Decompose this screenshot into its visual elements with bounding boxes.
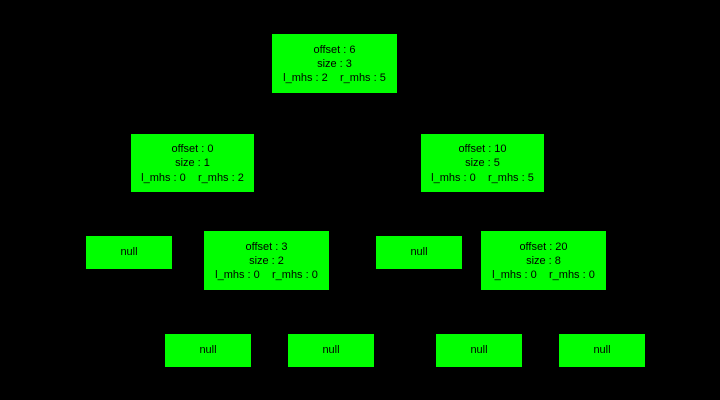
tree-node-null[interactable]: null bbox=[559, 334, 645, 367]
tree-node-null[interactable]: null bbox=[165, 334, 251, 367]
node-mhs-line: l_mhs : 0 r_mhs : 5 bbox=[431, 171, 534, 184]
node-null-label: null bbox=[120, 246, 138, 259]
node-size-line: size : 3 bbox=[317, 57, 352, 70]
node-size-line: size : 2 bbox=[249, 254, 284, 267]
node-null-label: null bbox=[322, 344, 340, 357]
node-null-label: null bbox=[199, 344, 217, 357]
tree-node-null[interactable]: null bbox=[86, 236, 172, 269]
node-offset-line: offset : 20 bbox=[519, 240, 568, 253]
tree-node-null[interactable]: null bbox=[376, 236, 462, 269]
node-offset-line: offset : 6 bbox=[313, 43, 356, 56]
node-null-label: null bbox=[593, 344, 611, 357]
node-offset-line: offset : 3 bbox=[245, 240, 288, 253]
node-offset-line: offset : 10 bbox=[458, 143, 507, 156]
node-mhs-line: l_mhs : 0 r_mhs : 0 bbox=[215, 269, 318, 282]
node-mhs-line: l_mhs : 2 r_mhs : 5 bbox=[283, 72, 386, 85]
node-mhs-line: l_mhs : 0 r_mhs : 2 bbox=[141, 171, 244, 184]
node-size-line: size : 8 bbox=[526, 254, 561, 267]
node-size-line: size : 5 bbox=[465, 157, 500, 170]
node-null-label: null bbox=[410, 246, 428, 259]
tree-node-null[interactable]: null bbox=[288, 334, 374, 367]
node-null-label: null bbox=[470, 344, 488, 357]
node-offset-line: offset : 0 bbox=[171, 143, 214, 156]
node-size-line: size : 1 bbox=[175, 157, 210, 170]
node-mhs-line: l_mhs : 0 r_mhs : 0 bbox=[492, 269, 595, 282]
tree-node-null[interactable]: null bbox=[436, 334, 522, 367]
